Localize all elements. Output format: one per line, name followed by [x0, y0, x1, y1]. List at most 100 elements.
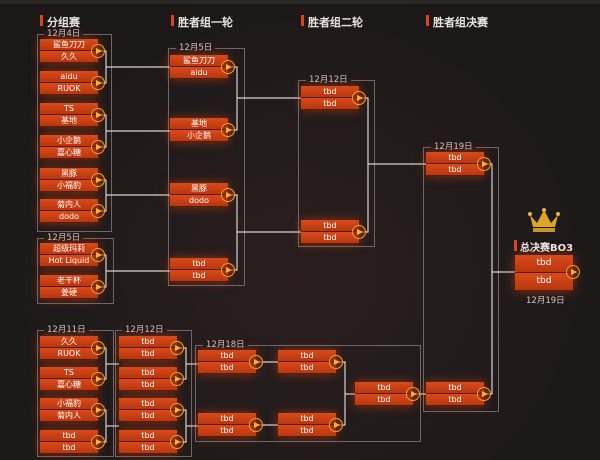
connector-line: [231, 66, 238, 131]
play-icon[interactable]: [329, 355, 343, 369]
play-icon[interactable]: [91, 140, 105, 154]
play-icon[interactable]: [91, 280, 105, 294]
play-icon[interactable]: [249, 418, 263, 432]
losers-r2-date: 12月12日: [122, 325, 167, 335]
team-slot: tbd: [426, 164, 484, 176]
team-slot: 久久: [40, 51, 98, 63]
play-icon[interactable]: [91, 248, 105, 262]
team-slot: 老干杯: [40, 275, 98, 287]
play-icon[interactable]: [170, 403, 184, 417]
team-slot: tbd: [119, 348, 177, 360]
team-slot: tbd: [426, 394, 484, 406]
connector-line: [487, 163, 493, 395]
final-match[interactable]: tbd tbd: [515, 255, 580, 291]
final-label: 总决赛BO3: [514, 239, 573, 254]
team-slot: tbd: [278, 350, 336, 362]
team-slot: 小福豹: [40, 180, 98, 192]
team-slot: tbd: [301, 86, 359, 98]
match-card[interactable]: 小福豹菊内人: [40, 398, 105, 422]
play-icon[interactable]: [91, 341, 105, 355]
team-slot: tbd: [119, 398, 177, 410]
team-slot: tbd: [119, 367, 177, 379]
team-slot: tbd: [170, 270, 228, 282]
team-slot: tbd: [278, 425, 336, 437]
play-icon[interactable]: [221, 123, 235, 137]
winners-final-date: 12月19日: [431, 142, 476, 152]
play-icon[interactable]: [170, 435, 184, 449]
play-icon[interactable]: [566, 265, 580, 279]
play-icon[interactable]: [91, 435, 105, 449]
play-icon[interactable]: [91, 76, 105, 90]
play-icon[interactable]: [91, 108, 105, 122]
play-icon[interactable]: [221, 188, 235, 202]
play-icon[interactable]: [477, 387, 491, 401]
play-icon[interactable]: [170, 341, 184, 355]
play-icon[interactable]: [221, 263, 235, 277]
team-slot: 嘉心糖: [40, 147, 98, 159]
team-slot: 小福豹: [40, 398, 98, 410]
team-slot: dodo: [170, 195, 228, 207]
team-slot: RUOK: [40, 348, 98, 360]
team-slot: tbd: [301, 232, 359, 244]
top-divider: [0, 0, 600, 4]
team-slot: 小企鹅: [40, 135, 98, 147]
team-slot: tbd: [40, 430, 98, 442]
play-icon[interactable]: [91, 204, 105, 218]
play-icon[interactable]: [406, 387, 420, 401]
column-header-winners-r1: 胜者组一轮: [171, 14, 233, 30]
team-slot: tbd: [170, 258, 228, 270]
play-icon[interactable]: [329, 418, 343, 432]
match-card[interactable]: 基地小企鹅: [170, 118, 235, 142]
team-slot: tbd: [119, 336, 177, 348]
play-icon[interactable]: [91, 44, 105, 58]
team-slot: 超级玛莉: [40, 243, 98, 255]
match-card[interactable]: 小企鹅嘉心糖: [40, 135, 105, 159]
play-icon[interactable]: [477, 157, 491, 171]
match-card[interactable]: 鲨鱼刀刀久久: [40, 39, 105, 63]
team-slot: aidu: [40, 71, 98, 83]
play-icon[interactable]: [352, 225, 366, 239]
team-slot: tbd: [119, 442, 177, 454]
team-slot: tbd: [301, 220, 359, 232]
play-icon[interactable]: [91, 173, 105, 187]
play-icon[interactable]: [91, 372, 105, 386]
match-card[interactable]: 黑豚小福豹: [40, 168, 105, 192]
team-slot: 基地: [40, 115, 98, 127]
losers-r1-date: 12月11日: [44, 325, 89, 335]
play-icon[interactable]: [170, 372, 184, 386]
play-icon[interactable]: [352, 91, 366, 105]
play-icon[interactable]: [249, 355, 263, 369]
team-slot: 鲨鱼刀刀: [40, 39, 98, 51]
match-card[interactable]: 老干杯姜硬: [40, 275, 105, 299]
group-b-date: 12月5日: [44, 233, 84, 243]
team-slot: 菊内人: [40, 199, 98, 211]
play-icon[interactable]: [91, 403, 105, 417]
team-slot: 黑豚: [40, 168, 98, 180]
play-icon[interactable]: [221, 60, 235, 74]
connector-line: [231, 194, 238, 271]
